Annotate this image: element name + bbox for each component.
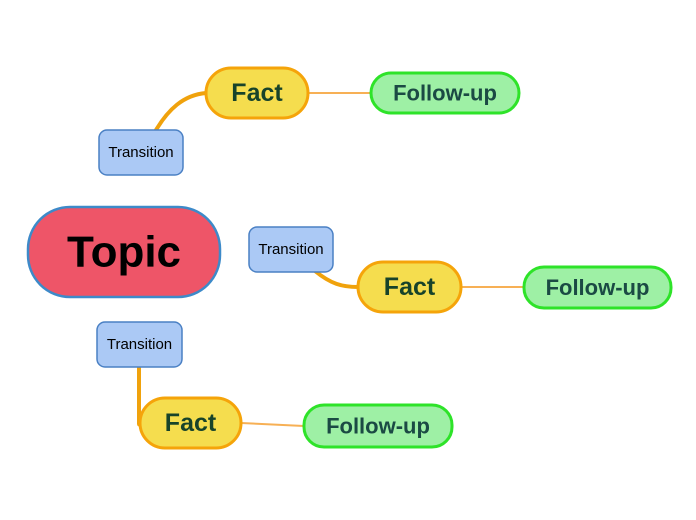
transition-2-shape[interactable] — [248, 226, 334, 273]
node-transition-3[interactable]: Transition — [96, 321, 183, 368]
followup-2-shape[interactable] — [522, 265, 673, 310]
fact-3-label: Fact — [165, 409, 217, 437]
node-transition-1[interactable]: Transition — [98, 129, 184, 176]
topic-label: Topic — [67, 228, 181, 277]
transition-1-shape[interactable] — [98, 129, 184, 176]
followup-3-shape[interactable] — [302, 403, 454, 449]
node-fact-2[interactable]: Fact — [356, 260, 463, 314]
node-followup-1[interactable]: Follow-up — [369, 71, 521, 115]
node-fact-3[interactable]: Fact — [138, 396, 243, 450]
edge-transition2-fact2 — [313, 269, 360, 289]
node-followup-2[interactable]: Follow-up — [522, 265, 673, 310]
fact-3-shape[interactable] — [138, 396, 243, 450]
transition-3-shape[interactable] — [96, 321, 183, 368]
transition-2-label: Transition — [258, 241, 323, 258]
followup-2-label: Follow-up — [546, 275, 650, 300]
followup-1-label: Follow-up — [393, 81, 497, 106]
fact-2-label: Fact — [384, 273, 436, 301]
followup-3-label: Follow-up — [326, 414, 430, 439]
followup-1-shape[interactable] — [369, 71, 521, 115]
node-transition-2[interactable]: Transition — [248, 226, 334, 273]
fact-1-shape[interactable] — [204, 66, 310, 120]
edge-fact3-followup3 — [240, 422, 305, 427]
fact-1-label: Fact — [231, 79, 283, 107]
fact-2-shape[interactable] — [356, 260, 463, 314]
transition-1-label: Transition — [108, 144, 173, 161]
node-followup-3[interactable]: Follow-up — [302, 403, 454, 449]
node-topic[interactable]: Topic — [26, 205, 222, 299]
edge-transition1-fact1 — [154, 91, 208, 132]
topic-shape[interactable] — [26, 205, 222, 299]
node-fact-1[interactable]: Fact — [204, 66, 310, 120]
transition-3-label: Transition — [107, 336, 172, 353]
